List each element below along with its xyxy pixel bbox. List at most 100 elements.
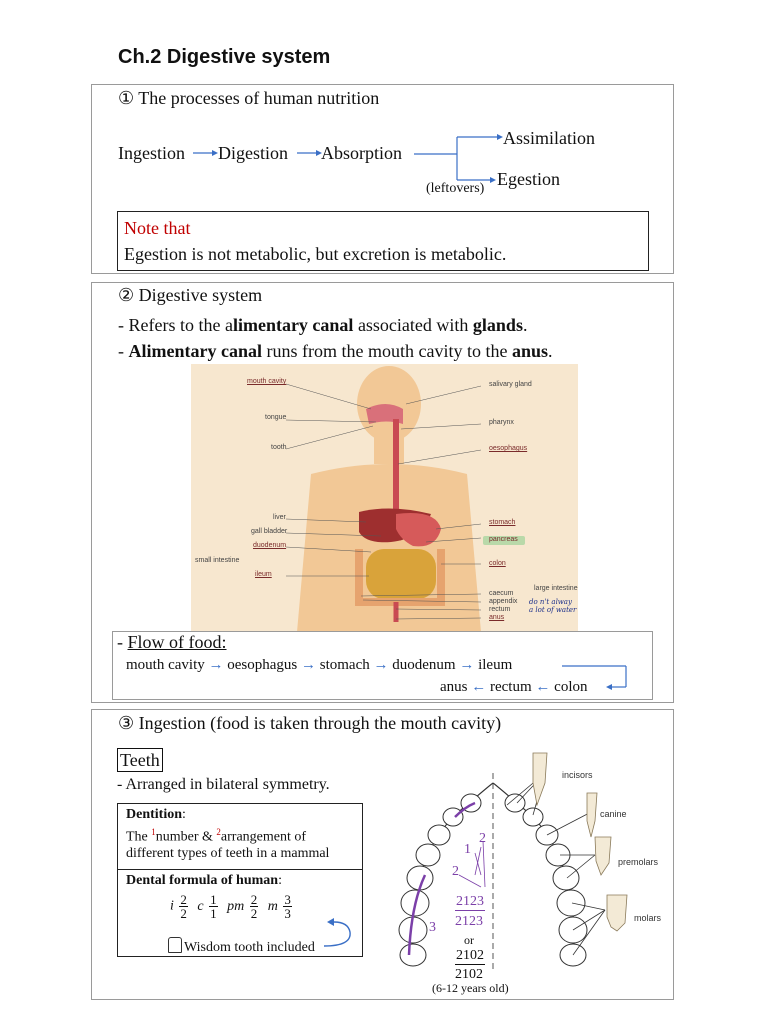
formula-pm: pm <box>227 899 244 914</box>
dentition-title: Dentition: <box>126 807 186 823</box>
line2-pre: - <box>118 341 129 361</box>
body-illustration <box>191 364 578 632</box>
page-title: Ch.2 Digestive system <box>118 46 330 69</box>
frac-i-bot: 2 <box>180 907 187 920</box>
frac-i-top: 2 <box>179 893 188 907</box>
flow-title: - Flow of food: <box>117 632 227 653</box>
frac-c-top: 1 <box>209 893 218 907</box>
label-rectum: rectum <box>489 606 510 613</box>
section2-line2: - Alimentary canal runs from the mouth c… <box>118 341 552 362</box>
label-appendix: appendix <box>489 598 517 605</box>
adult-formula-bot: 2123 <box>455 914 483 930</box>
flow-arrow-icon: → <box>209 657 224 673</box>
frac-pm-top: 2 <box>250 893 259 907</box>
flow-colon: colon <box>554 679 587 695</box>
flow-rectum: rectum <box>490 679 532 695</box>
label-duodenum: duodenum <box>253 542 286 549</box>
line2-bold-anus: anus <box>512 341 548 361</box>
label-mouth-cavity: mouth cavity <box>247 378 286 385</box>
label-caecum: caecum <box>489 590 514 597</box>
label-canine: canine <box>600 809 627 819</box>
dentition-label: Dentition <box>126 807 182 822</box>
section1-heading: ① The processes of human nutrition <box>118 88 379 109</box>
teeth-label: Teeth <box>117 748 163 772</box>
flow-arrow-left-icon: ← <box>471 679 486 695</box>
label-stomach: stomach <box>489 519 515 526</box>
child-formula-top: 2102 <box>455 948 485 965</box>
dentition-number: number & <box>156 830 217 845</box>
leftovers-label: (leftovers) <box>426 181 484 197</box>
label-anus: anus <box>489 614 504 621</box>
line1-bold-alimentary: limentary canal <box>233 315 353 335</box>
purple-num-2a: 2 <box>479 831 486 847</box>
formula-i: i <box>170 899 174 914</box>
flow-row-1: mouth cavity → oesophagus → stomach → du… <box>126 657 512 674</box>
dentition-divider <box>117 869 363 870</box>
wisdom-text: Wisdom tooth included <box>184 940 315 955</box>
label-incisors: incisors <box>562 770 593 780</box>
process-assimilation: Assimilation <box>503 128 595 149</box>
formula-colon: : <box>278 873 282 888</box>
flow-oesophagus: oesophagus <box>227 657 297 673</box>
label-gall-bladder: gall bladder <box>251 528 287 535</box>
adult-formula-top: 2123 <box>455 894 485 911</box>
flow-anus: anus <box>440 679 468 695</box>
label-pharynx: pharynx <box>489 419 514 426</box>
label-pancreas: pancreas <box>489 536 518 543</box>
label-ileum: ileum <box>255 571 272 578</box>
child-note: (6-12 years old) <box>432 981 509 996</box>
line1-bold-glands: glands <box>473 315 523 335</box>
label-colon: colon <box>489 560 506 567</box>
formula-title: Dental formula of human: <box>126 873 282 889</box>
label-tooth: tooth <box>271 444 287 451</box>
label-large-intestine: large intestine <box>534 585 578 592</box>
dentition-colon: : <box>182 807 186 822</box>
line2-mid: runs from the mouth cavity to the <box>262 341 512 361</box>
flow-title-text: Flow of food: <box>128 632 227 652</box>
frac-m-bot: 3 <box>284 907 291 920</box>
flow-stomach: stomach <box>320 657 370 673</box>
flow-duodenum: duodenum <box>392 657 455 673</box>
arrow-digestion-absorption <box>296 147 322 159</box>
dentition-text2: arrangement of <box>221 830 306 845</box>
dentition-line1: The 1number & 2arrangement of <box>126 827 306 846</box>
frac-pm-bot: 2 <box>251 907 258 920</box>
section2-line1: - Refers to the alimentary canal associa… <box>118 315 527 336</box>
flow-row-2: anus ← rectum ← colon <box>440 679 587 696</box>
frac-m-top: 3 <box>283 893 292 907</box>
purple-num-2b: 2 <box>452 864 459 880</box>
label-molars: molars <box>634 913 661 923</box>
flow-ileum: ileum <box>478 657 512 673</box>
line2-bold-canal: Alimentary canal <box>129 341 262 361</box>
label-tongue: tongue <box>265 414 286 421</box>
purple-num-1: 1 <box>464 842 471 858</box>
process-egestion: Egestion <box>497 169 560 190</box>
formula-label: Dental formula of human <box>126 873 278 888</box>
digestive-system-diagram: mouth cavity tongue tooth liver gall bla… <box>191 364 578 632</box>
or-label: or <box>464 933 474 948</box>
process-ingestion: Ingestion <box>118 143 185 164</box>
note-text: Egestion is not metabolic, but excretion… <box>124 244 506 265</box>
teeth-line: - Arranged in bilateral symmetry. <box>117 776 330 794</box>
process-absorption: Absorption <box>321 143 402 164</box>
purple-num-3: 3 <box>429 920 436 936</box>
line1-end: . <box>523 315 528 335</box>
flow-mouth-cavity: mouth cavity <box>126 657 205 673</box>
section2-heading: ② Digestive system <box>118 285 262 306</box>
flow-arrow-icon: → <box>301 657 316 673</box>
flow-arrow-icon: → <box>459 657 474 673</box>
label-premolars: premolars <box>618 857 658 867</box>
wisdom-row: Wisdom tooth included <box>168 937 315 956</box>
curved-arrow-icon <box>320 916 354 952</box>
handwritten-note: do n't alway a lot of water <box>529 598 577 614</box>
line1-pre: - Refers to the a <box>118 315 233 335</box>
flow-arrow-left-icon: ← <box>535 679 550 695</box>
formula-m: m <box>268 899 278 914</box>
dentition-line2: different types of teeth in a mammal <box>126 846 329 862</box>
process-digestion: Digestion <box>218 143 288 164</box>
note-title: Note that <box>124 218 190 239</box>
